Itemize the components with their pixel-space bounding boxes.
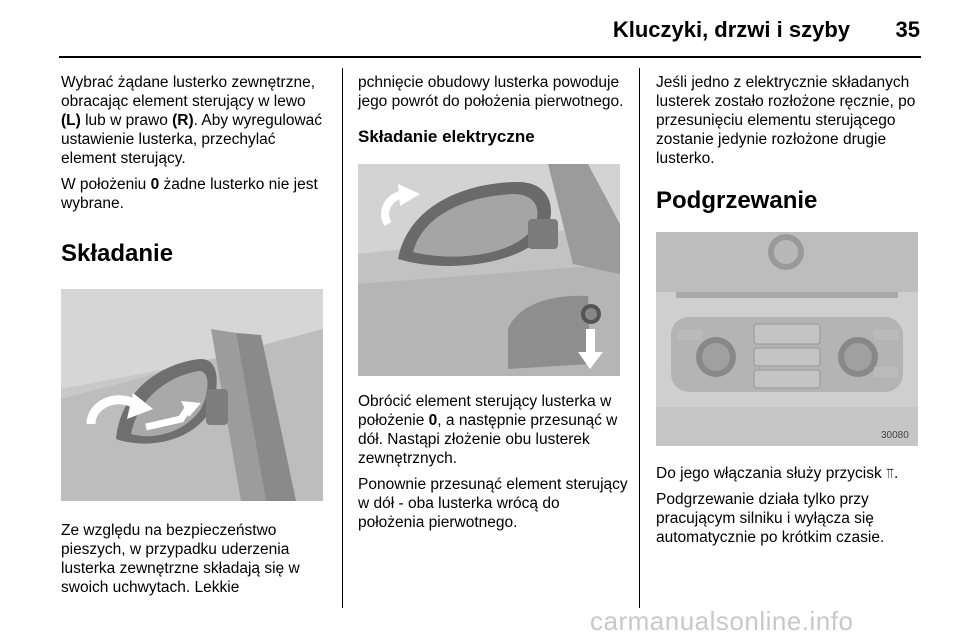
paragraph-manual-unfold: Jeśli jedno z elektrycznie składanych lu… xyxy=(656,74,916,167)
paragraph-position-zero: W położeniu 0 żadne lusterko nie jest wy… xyxy=(61,176,318,212)
paragraph-mirror-select: Wybrać żądane lusterko zewnętrzne, obrac… xyxy=(61,74,323,167)
paragraph-heating-operation: Podgrzewanie działa tylko przy pracujący… xyxy=(656,491,885,546)
heading-skladanie: Składanie xyxy=(61,240,174,267)
watermark: carmanualsonline.info xyxy=(590,606,854,636)
paragraph-electric-unfold-instruction: Ponownie przesunąć element sterujący w d… xyxy=(358,476,628,531)
heading-podgrzewanie: Podgrzewanie xyxy=(656,187,818,214)
column-divider-left xyxy=(342,68,343,608)
column-3: Jeśli jedno z elektrycznie składanych lu… xyxy=(656,73,924,554)
figure-electric-folding xyxy=(358,164,620,376)
figure-code: 30080 xyxy=(881,430,909,441)
column-divider-right xyxy=(639,68,640,608)
header-rule xyxy=(59,56,921,58)
paragraph-pedestrian-safety: Ze względu na bezpieczeństwo pieszych, w… xyxy=(61,522,300,596)
paragraph-electric-fold-instruction: Obrócić element sterujący lusterka w poł… xyxy=(358,393,618,467)
heading-skladanie-elektryczne: Składanie elektryczne xyxy=(358,127,535,146)
figure-mirror-folding xyxy=(61,289,323,501)
paragraph-push-housing: pchnięcie obudowy lusterka powoduje jego… xyxy=(358,74,624,110)
column-2: pchnięcie obudowy lusterka powoduje jego… xyxy=(358,73,628,539)
page-number: 35 xyxy=(895,17,920,42)
column-1: Wybrać żądane lusterko zewnętrzne, obrac… xyxy=(61,73,329,604)
mirror-heating-icon: ⫪ xyxy=(886,465,894,481)
figure-heating-controls: 30080 xyxy=(656,232,918,446)
paragraph-heating-button: Do jego włączania służy przycisk ⫪. xyxy=(656,465,899,482)
page-header-title: Kluczyki, drzwi i szyby xyxy=(612,17,850,42)
